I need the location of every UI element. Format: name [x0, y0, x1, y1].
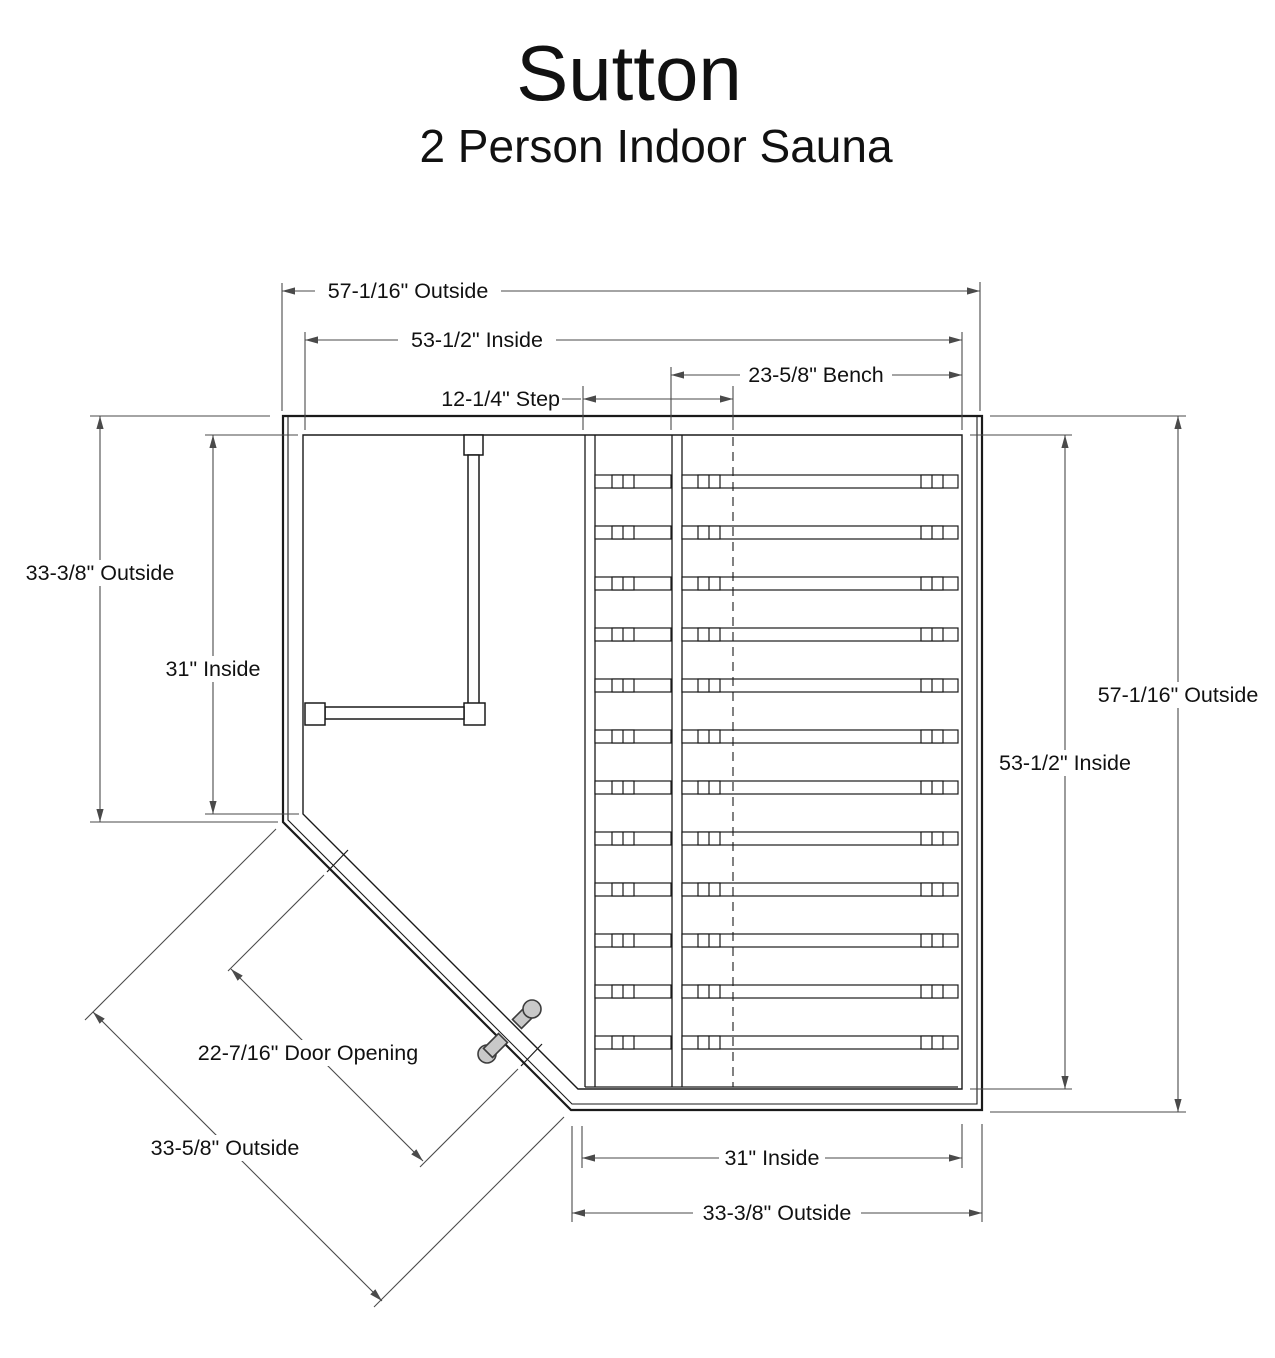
dim-label-top-outside: 57-1/16" Outside [328, 279, 489, 303]
dim-bench: 23-5/8" Bench [670, 362, 962, 430]
door-handle-outer-bar [482, 1032, 509, 1059]
sauna-walls [281, 414, 984, 1112]
page-title: Sutton [516, 29, 742, 117]
door-handle [477, 999, 542, 1064]
dim-label-left-outside: 33-3/8" Outside [26, 561, 175, 585]
dim-label-step: 12-1/4" Step [441, 387, 560, 411]
rail-post-left [304, 702, 326, 726]
rail-post-top [463, 434, 484, 456]
door [326, 849, 543, 1067]
dim-label-diagonal-outside: 33-5/8" Outside [151, 1136, 300, 1160]
bench-platform [584, 435, 959, 1088]
interior-rail [304, 434, 486, 726]
wall-outer-face [281, 414, 984, 1112]
rail-bar-vertical [467, 454, 480, 706]
bench-slats [594, 474, 959, 1050]
dim-diagonal-outside: 33-5/8" Outside [84, 828, 565, 1308]
wall-middle-face [287, 416, 978, 1105]
door-jamb-lower [520, 1043, 543, 1067]
door-handle-inner-knob [522, 999, 542, 1019]
dim-label-door-opening: 22-7/16" Door Opening [198, 1041, 418, 1065]
door-jamb-upper [326, 849, 349, 873]
dim-bottom-outside: 33-3/8" Outside [571, 1124, 983, 1226]
dim-label-left-inside: 31" Inside [166, 657, 261, 681]
dim-right-inside: 53-1/2" Inside [970, 434, 1144, 1090]
dim-label-bottom-outside: 33-3/8" Outside [703, 1201, 852, 1225]
dim-door-opening: 22-7/16" Door Opening [192, 874, 519, 1168]
dim-label-right-inside: 53-1/2" Inside [999, 751, 1131, 775]
dim-right-outside: 57-1/16" Outside [990, 415, 1271, 1113]
dim-label-bottom-inside: 31" Inside [725, 1146, 820, 1170]
dim-top-inside: 53-1/2" Inside [304, 327, 963, 430]
dim-label-bench: 23-5/8" Bench [748, 363, 884, 387]
dim-label-top-inside: 53-1/2" Inside [411, 328, 543, 352]
page-subtitle: 2 Person Indoor Sauna [419, 120, 893, 172]
dim-top-outside: 57-1/16" Outside [281, 278, 981, 411]
rail-bar-horizontal [324, 706, 465, 720]
dim-left-outside: 33-3/8" Outside [16, 415, 278, 823]
rail-post-corner [463, 702, 486, 726]
dim-step: 12-1/4" Step [441, 386, 734, 430]
dim-bottom-inside: 31" Inside [581, 1124, 963, 1171]
dim-label-right-outside: 57-1/16" Outside [1098, 683, 1259, 707]
dim-left-inside: 31" Inside [160, 434, 299, 815]
wall-inner-face [302, 434, 963, 1090]
